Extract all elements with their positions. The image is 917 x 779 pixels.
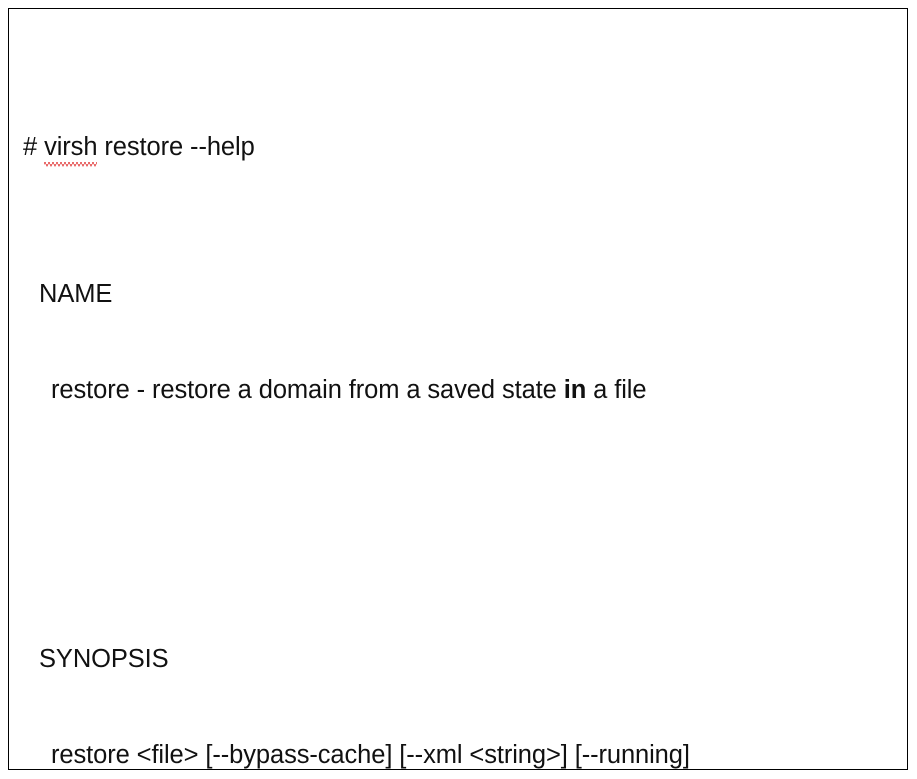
- section-heading-synopsis: SYNOPSIS: [39, 644, 169, 673]
- command-prompt-line: # virsh restore --help: [19, 125, 897, 170]
- document-page-frame: # virsh restore --help NAME restore - re…: [8, 8, 908, 770]
- command-arguments: restore --help: [97, 133, 255, 161]
- name-description-text-after: a file: [586, 376, 647, 404]
- misspelled-word-virsh: virsh: [44, 125, 98, 170]
- section-heading-name: NAME: [39, 280, 113, 308]
- name-description-text-before: restore - restore a domain from a saved …: [51, 376, 564, 404]
- synopsis-usage-part2: <string>] [--running]: [462, 740, 690, 769]
- synopsis-usage-line: restore <file> [--bypass-cache] [--xml <…: [19, 733, 897, 770]
- synopsis-usage-part1: restore <file> [--bypass-cache] [--: [51, 740, 424, 769]
- spacer-line-1: [19, 490, 897, 535]
- misspelled-word-xml-synopsis: xml: [423, 733, 462, 770]
- name-description-bold-word: in: [563, 376, 587, 404]
- terminal-help-output: # virsh restore --help NAME restore - re…: [9, 9, 907, 770]
- prompt-hash-symbol: #: [23, 133, 45, 161]
- name-description-line: restore - restore a domain from a saved …: [19, 368, 897, 413]
